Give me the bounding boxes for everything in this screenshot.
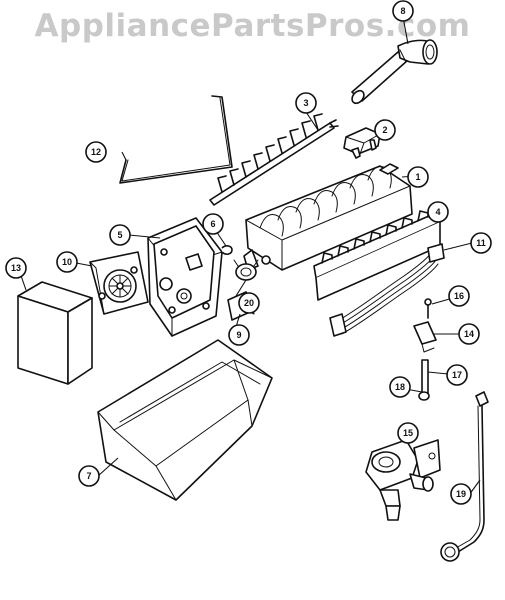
callout-19-label: 19 [456,489,466,499]
part-ice-bin [97,339,273,501]
callout-15-label: 15 [403,428,413,438]
callout-17: 17 [446,364,468,386]
callout-6-label: 6 [210,219,215,229]
part-cover [17,281,93,385]
callout-10: 10 [56,251,78,273]
callout-2-label: 2 [382,125,387,135]
part-clamp [413,321,437,353]
callout-2: 2 [374,119,396,141]
callout-4-label: 4 [435,207,440,217]
callout-1-label: 1 [415,172,420,182]
callout-15: 15 [397,422,419,444]
part-water-valve [365,439,441,521]
part-thermostat-clip [221,245,233,255]
part-wire-harness [329,243,445,337]
callout-18: 18 [389,376,411,398]
callout-16: 16 [448,285,470,307]
callout-18-label: 18 [395,382,405,392]
callout-9: 9 [228,324,250,346]
callout-13: 13 [5,257,27,279]
part-grommet [418,359,430,401]
callout-6: 6 [202,213,224,235]
callout-12-label: 12 [91,147,101,157]
part-water-line [440,391,489,562]
part-stripper [313,210,441,301]
callout-8-label: 8 [400,6,405,16]
part-fill-tube [351,39,438,105]
callout-19: 19 [450,483,472,505]
callout-11: 11 [470,232,492,254]
callout-14: 14 [458,323,480,345]
callout-9-label: 9 [236,330,241,340]
callout-17-label: 17 [452,370,462,380]
callout-5-label: 5 [117,230,122,240]
callout-16-label: 16 [454,291,464,301]
part-shutoff-arm [119,95,233,184]
part-motor [89,251,149,315]
callout-4: 4 [427,201,449,223]
part-control-housing [147,217,223,337]
part-screw [424,298,432,319]
callout-8: 8 [392,0,414,22]
part-ejector [209,113,339,206]
callout-1: 1 [407,166,429,188]
callout-14-label: 14 [464,329,474,339]
callout-11-label: 11 [476,238,486,248]
callout-20-label: 20 [244,298,254,308]
part-bearing [343,127,381,159]
callout-3-label: 3 [303,98,308,108]
callout-10-label: 10 [62,257,72,267]
callout-3: 3 [295,92,317,114]
callout-20: 20 [238,292,260,314]
callout-7: 7 [78,465,100,487]
callout-12: 12 [85,141,107,163]
callout-13-label: 13 [11,263,21,273]
callout-5: 5 [109,224,131,246]
callout-7-label: 7 [86,471,91,481]
